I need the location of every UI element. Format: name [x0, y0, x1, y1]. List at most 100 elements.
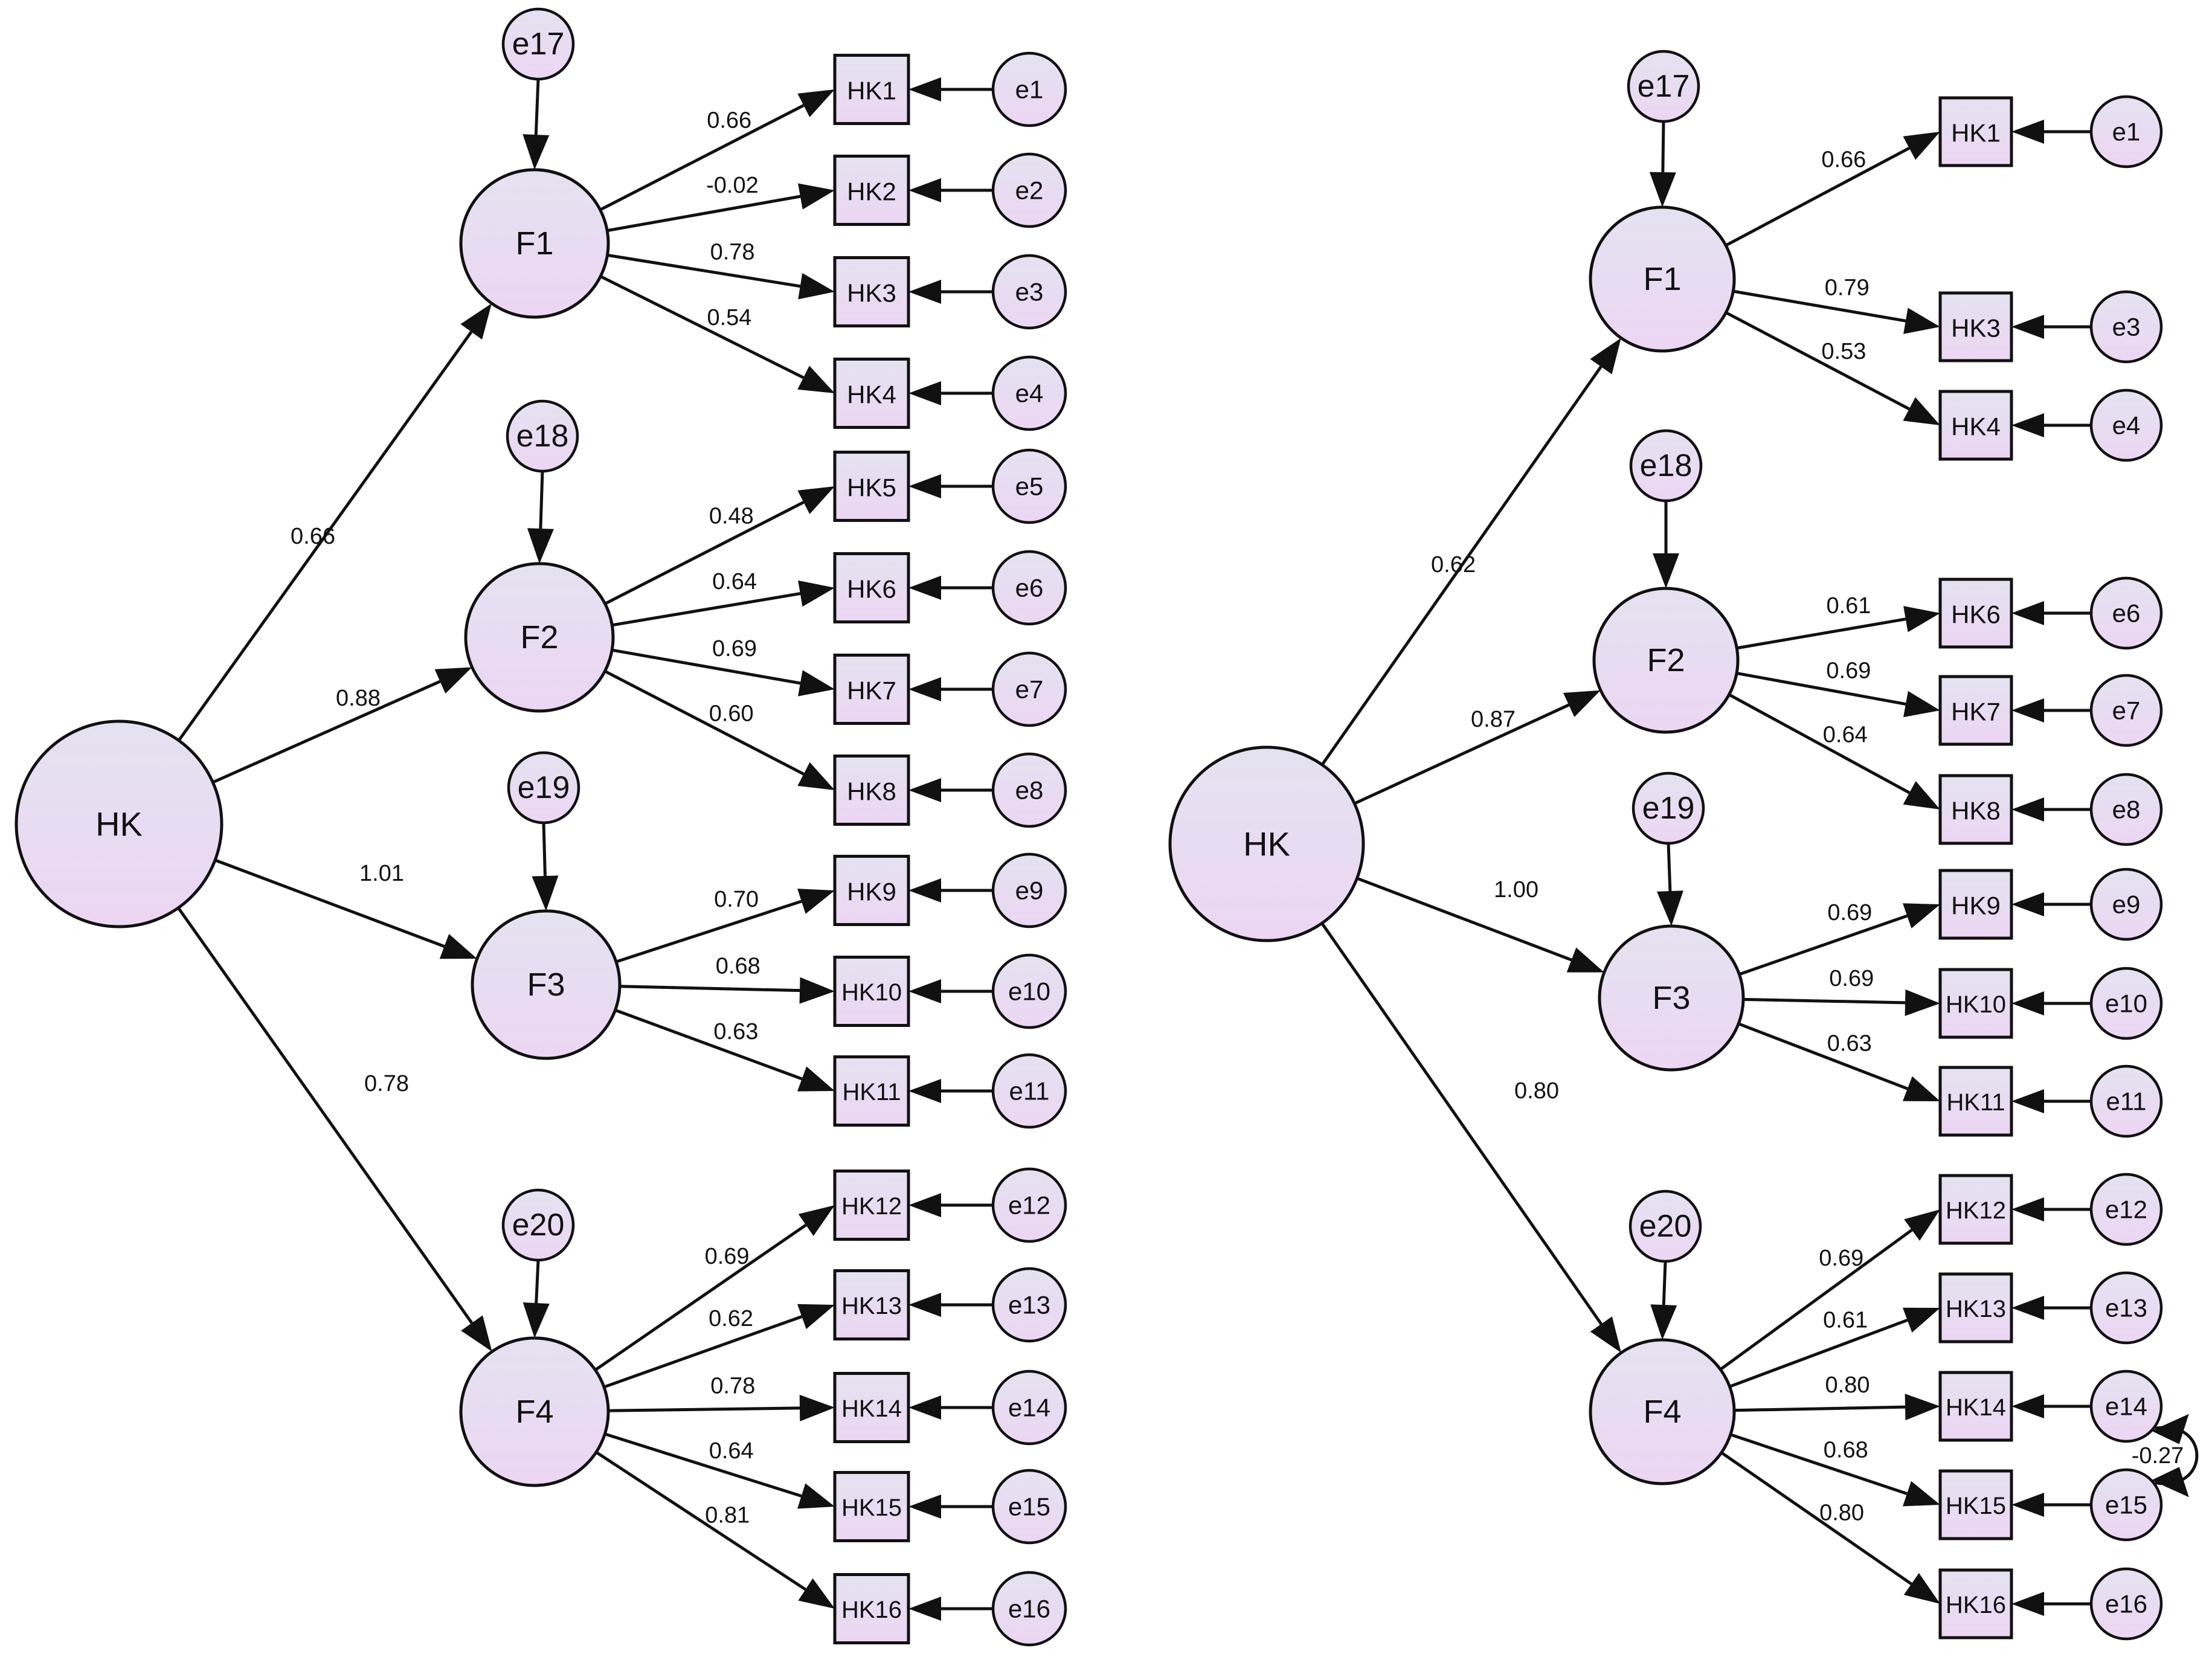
- coefficient-label: 0.63: [1827, 1031, 1872, 1056]
- path-e15-to-hk15: [908, 1495, 993, 1519]
- factor-circle: [459, 168, 610, 319]
- factor-group-f3: 1.010.700.680.63: [214, 822, 993, 1103]
- arrowhead-icon: [1902, 1307, 1940, 1333]
- indicator-box: [833, 755, 910, 826]
- observed-node-hk14: HK14: [833, 1372, 910, 1443]
- node-label: HK4: [847, 381, 896, 409]
- error-circle: [2089, 576, 2163, 650]
- factor-group-f4: 0.800.690.610.800.680.80: [1320, 922, 2091, 1616]
- error-node-e4: e4: [991, 355, 1067, 431]
- error-node-e15: e15: [2089, 1468, 2163, 1542]
- observed-node-hk11: HK11: [1938, 1066, 2013, 1137]
- root-circle: [14, 719, 223, 928]
- coefficient-label: 0.66: [291, 524, 335, 549]
- arrowhead-icon: [460, 303, 492, 340]
- coefficient-label: -0.02: [706, 173, 759, 198]
- node-label: HK3: [1951, 314, 2001, 343]
- node-label: e14: [1008, 1394, 1050, 1422]
- coefficient-label: 0.69: [1826, 658, 1871, 683]
- coefficient-label: 0.87: [1471, 707, 1516, 732]
- path-f3-to-hk9: [616, 889, 835, 964]
- coefficient-label: 0.63: [713, 1019, 758, 1044]
- error-node-e11: e11: [2089, 1064, 2163, 1138]
- error-circle: [991, 1369, 1067, 1446]
- arrowhead-icon: [1903, 307, 1940, 334]
- observed-node-hk2: HK2: [833, 155, 910, 226]
- arrowhead-icon: [799, 977, 835, 1004]
- error-circle: [991, 1167, 1067, 1243]
- disturbance-circle: [1628, 1189, 1702, 1263]
- arrowhead-icon: [2011, 120, 2044, 144]
- observed-node-hk9: HK9: [833, 855, 910, 926]
- path-e16-to-hk16: [908, 1597, 993, 1621]
- indicator-box: [1938, 1469, 2013, 1540]
- arrowhead-icon: [1563, 690, 1601, 717]
- arrowhead-icon: [908, 178, 941, 202]
- error-node-e10: e10: [991, 953, 1067, 1029]
- error-node-e6: e6: [2089, 576, 2163, 650]
- arrowhead-icon: [1905, 989, 1940, 1016]
- path-f4-to-hk16: [1720, 1451, 1940, 1604]
- node-label: HK1: [847, 77, 896, 105]
- coefficient-label: 0.69: [712, 636, 757, 661]
- observed-node-hk12: HK12: [1938, 1174, 2013, 1245]
- latent-node-f3: F3: [1598, 924, 1745, 1072]
- node-label: HK12: [1946, 1197, 2006, 1224]
- error-circle: [991, 152, 1067, 228]
- coefficient-label: 0.66: [707, 108, 751, 134]
- node-label: HK: [1243, 825, 1290, 863]
- indicator-box: [833, 155, 910, 226]
- coefficient-label: 0.48: [709, 504, 754, 529]
- node-label: e16: [2105, 1590, 2147, 1618]
- path-e7-to-hk7: [908, 677, 993, 701]
- path-e19-to-f3: [1656, 843, 1683, 926]
- path-f4-to-hk14: [608, 1394, 835, 1421]
- path-f4-to-hk14: [1734, 1394, 1940, 1421]
- error-circle: [991, 550, 1067, 626]
- arrowhead-icon: [1903, 132, 1940, 160]
- path-e3-to-hk3: [2011, 315, 2091, 339]
- node-label: e14: [2105, 1392, 2147, 1421]
- coefficient-label: 0.78: [364, 1071, 409, 1096]
- path-e12-to-hk12: [908, 1193, 993, 1217]
- path-e11-to-hk11: [908, 1079, 993, 1103]
- disturbance-circle: [506, 399, 579, 473]
- node-label: e15: [2105, 1491, 2147, 1519]
- node-label: HK: [95, 805, 143, 843]
- arrowhead-icon: [1656, 890, 1683, 926]
- node-label: F2: [1647, 642, 1685, 678]
- factor-group-f2: 0.870.610.690.64: [1354, 501, 2091, 822]
- node-label: F4: [1643, 1394, 1681, 1430]
- factor-circle: [464, 562, 615, 713]
- error-node-e7: e7: [2089, 674, 2163, 747]
- indicator-box: [1938, 968, 2013, 1039]
- error-circle: [2089, 1567, 2163, 1641]
- path-f4-to-hk15: [604, 1432, 835, 1509]
- path-e6-to-hk6: [908, 576, 993, 600]
- indicator-box: [833, 855, 910, 926]
- error-node-e16: e16: [991, 1571, 1067, 1647]
- node-label: F2: [520, 619, 558, 655]
- path-e16-to-hk16: [2011, 1592, 2091, 1616]
- model-left: 0.660.66-0.020.780.540.880.480.640.690.6…: [14, 7, 1067, 1647]
- indicator-box: [833, 1573, 910, 1644]
- error-node-e13: e13: [991, 1267, 1067, 1343]
- arrowhead-icon: [1649, 172, 1676, 207]
- arrowhead-icon: [908, 381, 941, 405]
- arrowhead-icon: [2011, 1394, 2044, 1418]
- node-label: HK15: [841, 1495, 902, 1521]
- node-label: HK7: [1951, 698, 2001, 726]
- error-node-e1: e1: [2089, 95, 2163, 169]
- indicator-box: [833, 256, 910, 327]
- factor-group-f2: 0.880.480.640.690.60: [212, 471, 993, 802]
- observed-node-hk3: HK3: [1938, 291, 2013, 362]
- indicator-box: [833, 54, 910, 125]
- error-node-e12: e12: [991, 1167, 1067, 1243]
- arrowhead-icon: [2011, 1296, 2044, 1320]
- node-label: HK11: [1946, 1089, 2005, 1116]
- factor-group-f1: 0.660.66-0.020.780.54: [177, 77, 993, 742]
- coefficient-label: 0.64: [709, 1438, 754, 1464]
- error-circle: [2089, 1369, 2163, 1443]
- observed-node-hk10: HK10: [1938, 968, 2013, 1039]
- observed-node-hk14: HK14: [1938, 1371, 2013, 1442]
